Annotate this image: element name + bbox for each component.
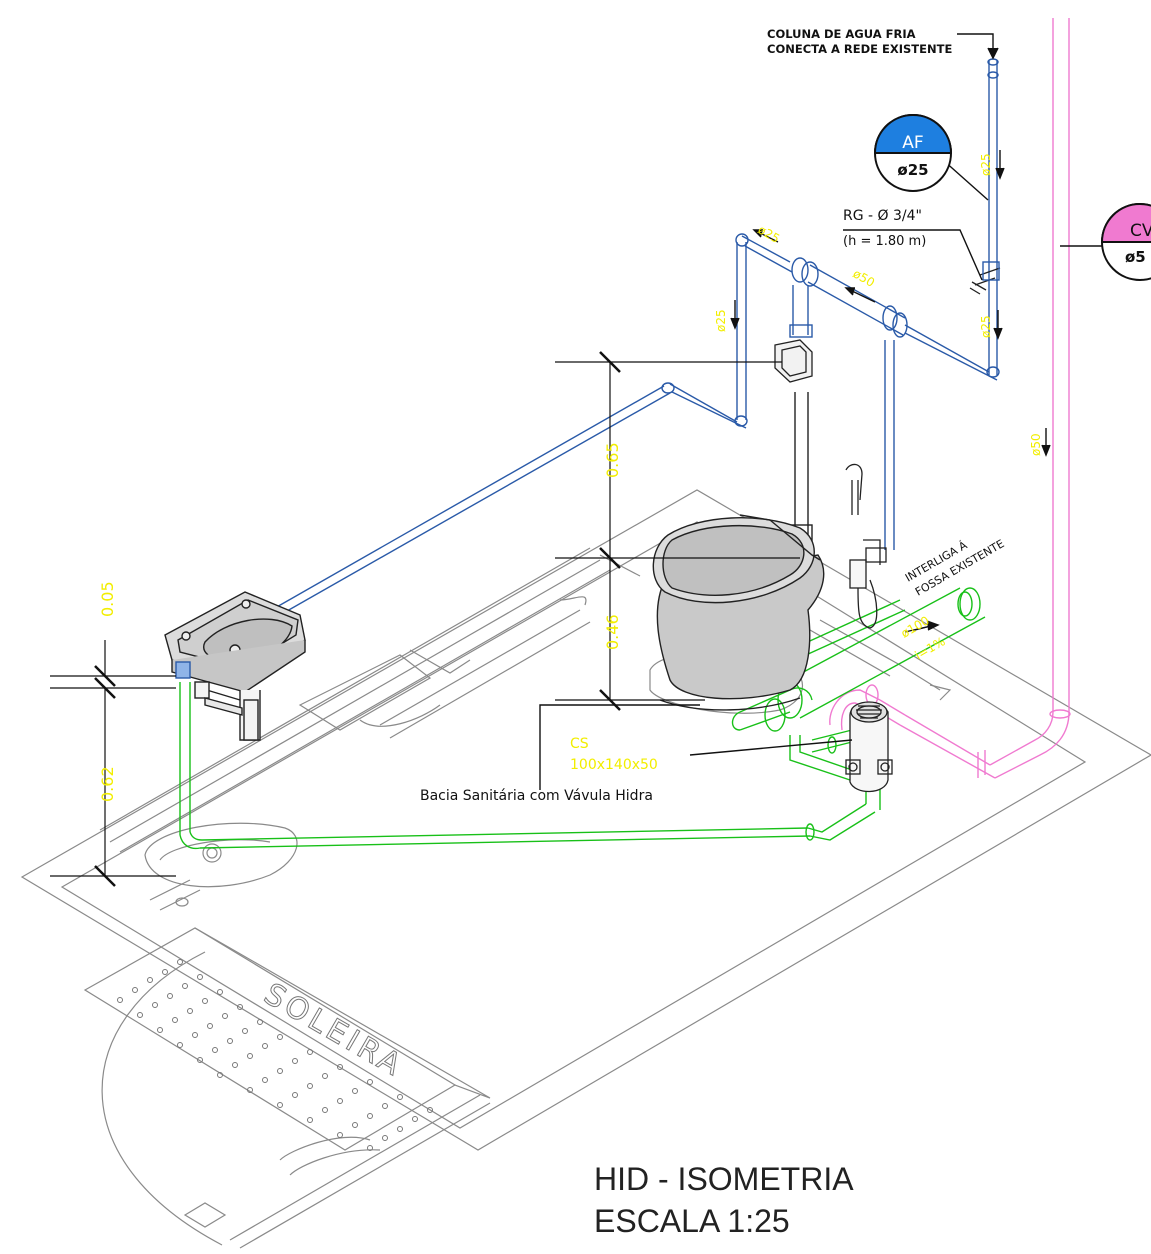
floor-outline xyxy=(20,489,1151,1249)
pipe-label-d50-horizontal: ø50 xyxy=(851,266,878,289)
label-rg-line1: RG - Ø 3/4" xyxy=(843,208,922,224)
tactile-paving xyxy=(117,959,433,1151)
lavatory-sink xyxy=(164,591,306,741)
label-cs: CS xyxy=(570,736,589,752)
label-coluna-line2: CONECTA A REDE EXISTENTE xyxy=(767,42,952,56)
badge-af: AF ø25 xyxy=(873,114,953,192)
sewer-pipes xyxy=(179,587,986,850)
badge-cv-top: CV xyxy=(1130,221,1151,241)
pipe-label-d25-top: ø25 xyxy=(979,153,993,176)
fixtures xyxy=(774,281,987,793)
pipe-label-d25-mid: ø25 xyxy=(979,315,993,338)
drawing-title: HID - ISOMETRIA xyxy=(594,1161,854,1197)
toilet-bowl xyxy=(652,514,825,711)
pipe-label-d25-left: ø25 xyxy=(714,309,728,332)
label-rg-line2: (h = 1.80 m) xyxy=(843,234,926,249)
label-cs-size: 100x140x50 xyxy=(570,757,658,773)
dim-065: 0.65 xyxy=(603,442,622,478)
vent-pipe-cv xyxy=(829,18,1071,779)
pipe-label-d50-vent: ø50 xyxy=(1029,433,1043,456)
pipe-label-slope: i=1% xyxy=(913,634,948,662)
label-bacia: Bacia Sanitária com Vávula Hidra xyxy=(420,788,653,804)
badge-af-bottom: ø25 xyxy=(897,161,928,179)
dim-046: 0.46 xyxy=(603,614,622,650)
badge-af-top: AF xyxy=(902,133,923,153)
badge-cv-bottom: ø5 xyxy=(1125,248,1146,266)
leaders xyxy=(539,33,1102,790)
dimension-lines xyxy=(50,351,800,887)
drawing-scale: ESCALA 1:25 xyxy=(594,1203,790,1239)
badge-cv: CV ø5 xyxy=(1100,203,1151,281)
pipe-label-d25-elbow: ø25 xyxy=(756,222,783,245)
cold-water-pipes xyxy=(274,58,1001,616)
dim-062: 0.62 xyxy=(98,766,117,802)
dim-005: 0.05 xyxy=(98,581,117,617)
label-coluna-line1: COLUNA DE AGUA FRIA xyxy=(767,27,916,41)
